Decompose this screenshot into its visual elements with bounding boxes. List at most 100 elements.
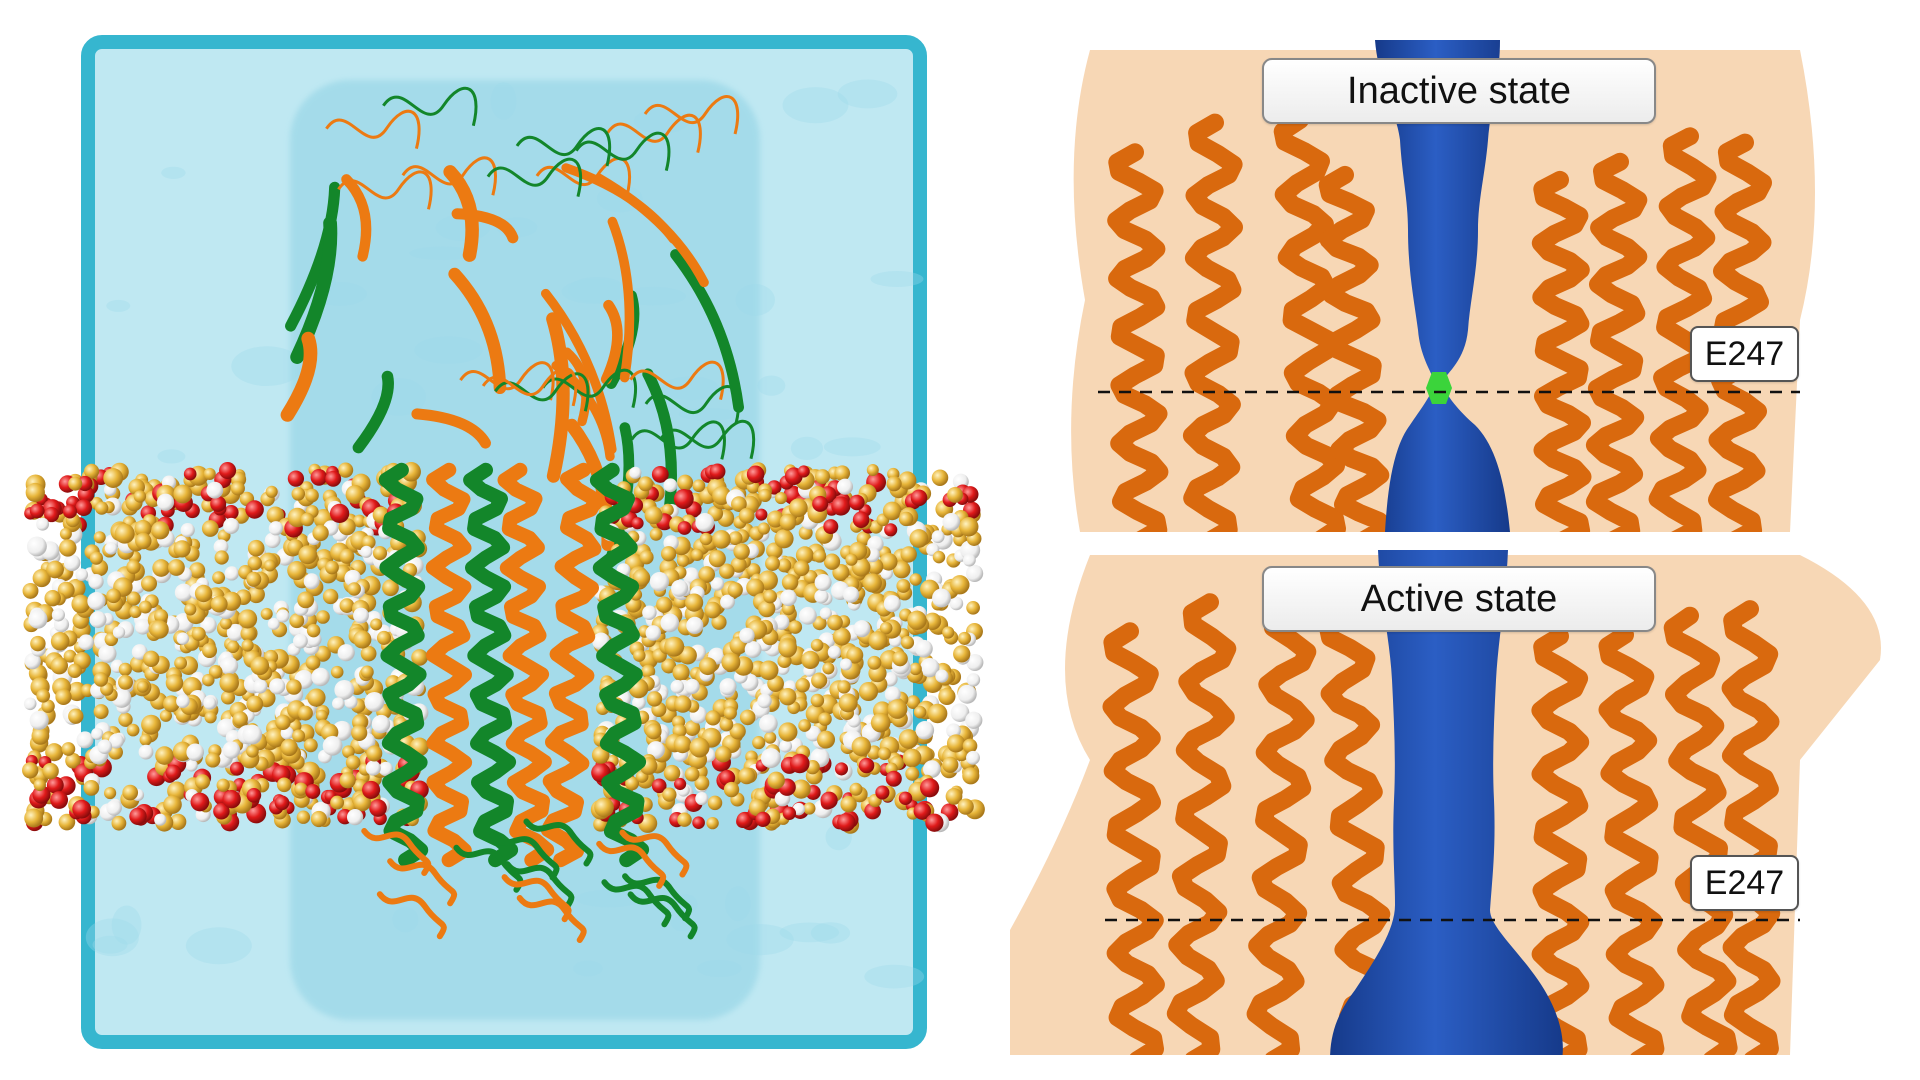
lipid-atom xyxy=(108,744,123,760)
lipid-atom xyxy=(788,620,803,634)
lipid-atom xyxy=(204,711,217,724)
lipid-atom xyxy=(303,573,320,590)
lipid-atom xyxy=(84,463,100,479)
lipid-atom xyxy=(910,489,928,507)
lipid-atom xyxy=(287,470,305,487)
lipid-atom xyxy=(663,478,678,493)
lipid-atom xyxy=(104,541,118,555)
lipid-atom xyxy=(942,513,961,531)
lipid-atom xyxy=(870,712,891,733)
lipid-atom xyxy=(42,762,59,780)
lipid-atom xyxy=(798,719,811,732)
lipid-atom xyxy=(730,556,747,573)
lipid-atom xyxy=(362,780,381,799)
intracellular-loop xyxy=(501,874,572,923)
lipid-atom xyxy=(645,625,662,641)
lipid-atom xyxy=(867,655,882,670)
lipid-atom xyxy=(45,743,64,762)
lipid-atom xyxy=(376,630,392,645)
lipid-atom xyxy=(345,755,361,770)
lipid-atom xyxy=(156,493,175,511)
protein-loop xyxy=(575,131,671,172)
lipid-atom xyxy=(795,677,810,693)
lipid-atom xyxy=(931,530,945,544)
lipid-atom xyxy=(330,665,344,679)
protein-loop xyxy=(382,86,478,127)
lipid-atom xyxy=(822,662,835,675)
lipid-atom xyxy=(246,695,264,713)
lipid-atom xyxy=(720,594,735,610)
lipid-atom xyxy=(247,585,265,604)
water-blob xyxy=(790,436,824,461)
lipid-atom xyxy=(176,694,190,708)
protein-loop xyxy=(515,127,612,167)
lipid-atom xyxy=(684,678,700,695)
water-blob xyxy=(779,922,840,943)
lipid-atom xyxy=(728,531,743,546)
lipid-atom xyxy=(739,627,755,644)
lipid-atom xyxy=(22,762,39,779)
lipid-atom xyxy=(89,551,104,565)
lipid-atom xyxy=(927,703,948,724)
active-state-label: Active state xyxy=(1262,566,1656,632)
beta-strand xyxy=(546,312,570,483)
lipid-atom xyxy=(684,593,704,612)
lipid-atom xyxy=(810,693,825,708)
lipid-atom xyxy=(795,546,814,565)
lipid-atom xyxy=(31,727,50,745)
lipid-atom xyxy=(58,813,76,831)
lipid-atom xyxy=(966,600,980,615)
inactive-pore-panel xyxy=(1071,40,1815,532)
lipid-atom xyxy=(93,531,106,544)
lipid-atom xyxy=(671,579,689,597)
lipid-atom xyxy=(138,600,152,614)
lipid-atom xyxy=(263,559,276,572)
tm-helix xyxy=(497,462,555,868)
lipid-atom xyxy=(695,792,709,806)
lipid-atom xyxy=(686,616,704,634)
lipid-atom xyxy=(98,644,117,663)
lipid-atom xyxy=(738,767,756,785)
lipid-atom xyxy=(662,787,677,802)
lipid-atom xyxy=(183,467,197,481)
lipid-atom xyxy=(647,741,665,759)
lipid-atom xyxy=(819,607,832,620)
lipid-atom xyxy=(812,616,827,631)
lipid-atom xyxy=(827,645,842,659)
lipid-atom xyxy=(591,746,610,764)
lipid-atom xyxy=(44,507,60,523)
lipid-atom xyxy=(633,649,646,662)
water-blob xyxy=(157,449,186,464)
lipid-atom xyxy=(190,792,210,812)
lipid-atom xyxy=(176,632,190,645)
lipid-atom xyxy=(878,747,891,761)
lipid-atom xyxy=(316,610,330,624)
active-pore-panel xyxy=(1010,550,1881,1055)
water-blob xyxy=(837,79,898,109)
constriction-site-e247 xyxy=(1426,372,1452,404)
lipid-atom xyxy=(931,469,949,486)
lipid-atom xyxy=(752,736,766,750)
tm-helix xyxy=(425,462,473,868)
lipid-atom xyxy=(962,738,978,754)
lipid-atom xyxy=(152,559,171,577)
lipid-atom xyxy=(777,558,792,573)
lipid-atom xyxy=(276,609,290,623)
lipid-atom xyxy=(95,501,109,515)
lipid-atom xyxy=(184,603,197,616)
lipid-atom xyxy=(360,545,373,558)
lipid-atom xyxy=(266,506,284,524)
lipid-atom xyxy=(300,512,315,527)
lipid-atom xyxy=(715,745,732,763)
lipid-atom xyxy=(46,776,64,794)
lipid-atom xyxy=(200,617,217,634)
lipid-atom xyxy=(673,735,692,754)
lipid-atom xyxy=(337,462,354,478)
lipid-atom xyxy=(885,770,902,787)
lipid-atom xyxy=(684,720,701,736)
lipid-atom xyxy=(226,640,240,654)
lipid-atom xyxy=(224,566,239,581)
lipid-atom xyxy=(738,507,755,524)
lipid-atom xyxy=(778,722,798,742)
